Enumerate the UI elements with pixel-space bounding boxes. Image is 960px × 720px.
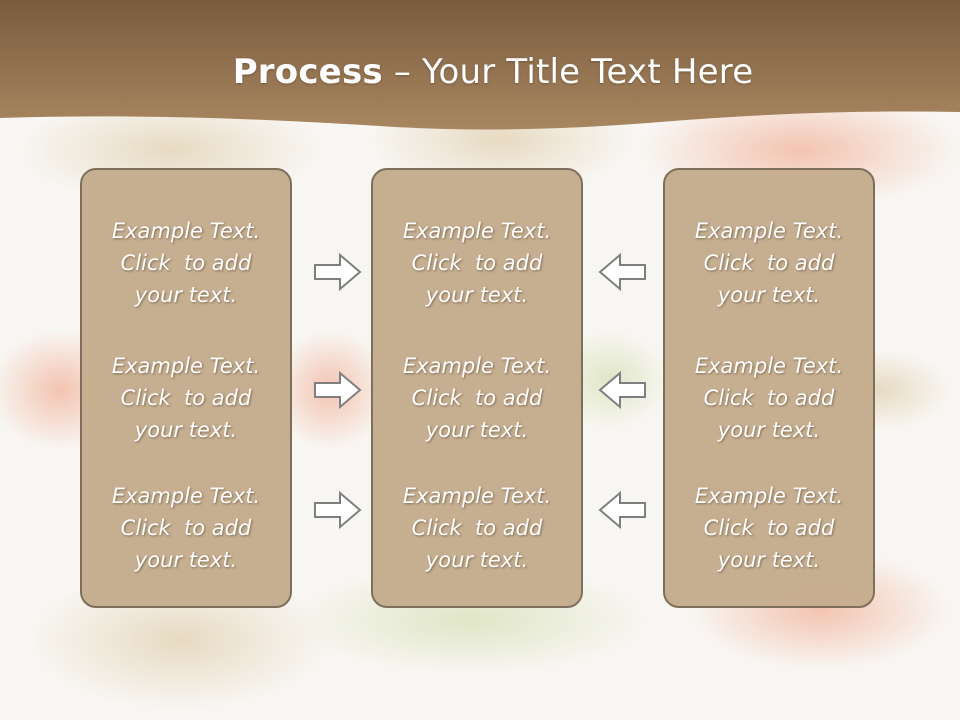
right-text-panel[interactable]: Example Text. Click to add your text. Ex… [663,168,875,608]
text-line: Click to add [120,386,252,410]
text-line: Example Text. [694,484,844,508]
text-block[interactable]: Example Text. Click to add your text. [82,350,290,446]
arrow-right-icon[interactable] [313,370,363,410]
text-line: your text. [134,283,238,307]
text-line: your text. [717,548,821,572]
text-line: Example Text. [111,484,261,508]
text-line: your text. [425,283,529,307]
slide-title[interactable]: Process – Your Title Text Here [0,52,960,92]
title-rest: – Your Title Text Here [382,52,754,92]
text-line: Example Text. [402,484,552,508]
text-line: your text. [134,418,238,442]
text-line: Example Text. [402,354,552,378]
text-block[interactable]: Example Text. Click to add your text. [665,480,873,576]
text-line: Example Text. [111,219,261,243]
text-line: Click to add [703,386,835,410]
text-line: Click to add [411,386,543,410]
text-line: Click to add [703,516,835,540]
text-block[interactable]: Example Text. Click to add your text. [665,350,873,446]
arrow-left-icon[interactable] [597,370,647,410]
arrow-right-icon[interactable] [313,252,363,292]
text-line: your text. [425,548,529,572]
left-text-panel[interactable]: Example Text. Click to add your text. Ex… [80,168,292,608]
text-line: your text. [425,418,529,442]
text-line: Click to add [120,251,252,275]
text-line: Click to add [120,516,252,540]
text-line: your text. [717,283,821,307]
text-line: Click to add [411,251,543,275]
text-block[interactable]: Example Text. Click to add your text. [373,215,581,311]
text-line: Example Text. [402,219,552,243]
text-block[interactable]: Example Text. Click to add your text. [82,215,290,311]
text-line: Example Text. [111,354,261,378]
text-block[interactable]: Example Text. Click to add your text. [665,215,873,311]
arrow-right-icon[interactable] [313,490,363,530]
text-line: your text. [134,548,238,572]
text-line: Example Text. [694,354,844,378]
text-line: Click to add [703,251,835,275]
text-block[interactable]: Example Text. Click to add your text. [82,480,290,576]
text-block[interactable]: Example Text. Click to add your text. [373,480,581,576]
text-line: Click to add [411,516,543,540]
title-bold-word: Process [232,52,383,92]
text-line: your text. [717,418,821,442]
text-block[interactable]: Example Text. Click to add your text. [373,350,581,446]
arrow-left-icon[interactable] [597,490,647,530]
arrow-left-icon[interactable] [597,252,647,292]
center-text-panel[interactable]: Example Text. Click to add your text. Ex… [371,168,583,608]
text-line: Example Text. [694,219,844,243]
